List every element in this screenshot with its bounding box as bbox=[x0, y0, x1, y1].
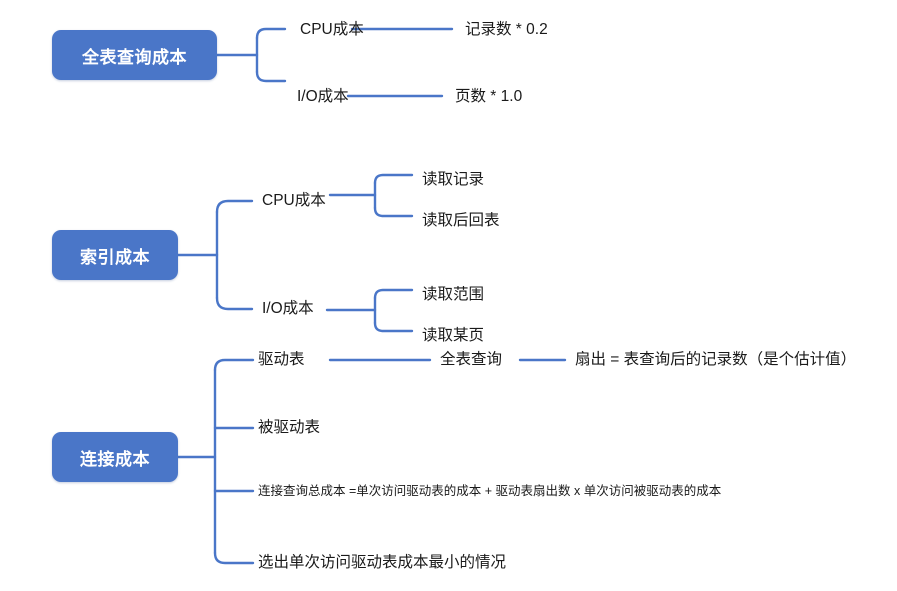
root-node-label: 全表查询成本 bbox=[82, 47, 187, 67]
leaf-read-page[interactable]: 读取某页 bbox=[422, 327, 485, 344]
leaf-fanout-definition[interactable]: 扇出 = 表查询后的记录数（是个估计值） bbox=[575, 351, 857, 368]
wire-root2-to-io bbox=[215, 296, 254, 311]
wire-root1-to-io bbox=[255, 70, 287, 83]
leaf-join-total-cost-formula[interactable]: 连接查询总成本 =单次访问驱动表的成本 + 驱动表扇出数 x 单次访问被驱动表的… bbox=[258, 484, 722, 498]
leaf-read-records[interactable]: 读取记录 bbox=[422, 171, 485, 188]
wire-index-cpu-to-back-table bbox=[373, 206, 414, 218]
leaf-read-range[interactable]: 读取范围 bbox=[422, 286, 485, 303]
root-node-index-cost[interactable]: 索引成本 bbox=[52, 230, 178, 280]
leaf-full-table-query[interactable]: 全表查询 bbox=[440, 351, 503, 368]
wire-root3-to-pick-min bbox=[213, 551, 255, 565]
leaf-driven-table[interactable]: 被驱动表 bbox=[258, 419, 321, 436]
wire-root2-to-cpu bbox=[215, 199, 254, 214]
wire-index-cpu-to-read-records bbox=[373, 173, 414, 185]
root-node-label: 索引成本 bbox=[80, 247, 150, 267]
root-node-label: 连接成本 bbox=[80, 449, 150, 469]
root-node-join-cost[interactable]: 连接成本 bbox=[52, 432, 178, 482]
leaf-index-io-cost[interactable]: I/O成本 bbox=[262, 300, 314, 317]
leaf-io-cost[interactable]: I/O成本 bbox=[297, 88, 349, 105]
wire-root1-to-cpu bbox=[255, 27, 287, 40]
wire-index-io-to-read-range bbox=[373, 288, 414, 300]
wire-root3-to-driving bbox=[213, 358, 255, 372]
leaf-cpu-formula[interactable]: 记录数 * 0.2 bbox=[465, 21, 548, 38]
leaf-pick-min-single-access-cost[interactable]: 选出单次访问驱动表成本最小的情况 bbox=[258, 554, 507, 571]
leaf-driving-table[interactable]: 驱动表 bbox=[258, 351, 305, 368]
wire-index-io-to-read-page bbox=[373, 321, 414, 333]
leaf-read-then-back-to-table[interactable]: 读取后回表 bbox=[422, 212, 500, 229]
root-node-full-table-scan-cost[interactable]: 全表查询成本 bbox=[52, 30, 217, 80]
leaf-index-cpu-cost[interactable]: CPU成本 bbox=[262, 192, 326, 209]
leaf-io-formula[interactable]: 页数 * 1.0 bbox=[455, 88, 523, 105]
leaf-cpu-cost[interactable]: CPU成本 bbox=[300, 21, 364, 38]
